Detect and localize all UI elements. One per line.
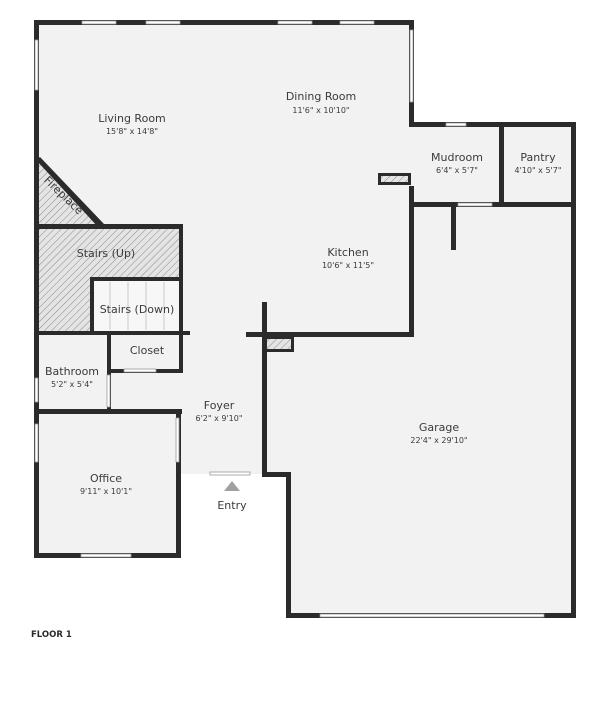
living-room-dims: 15'8" x 14'8": [106, 127, 158, 136]
mudroom-name: Mudroom: [431, 151, 483, 164]
entry-label: Entry: [217, 499, 247, 512]
floor-label: FLOOR 1: [31, 630, 72, 640]
stairs-down-label: Stairs (Down): [100, 303, 175, 316]
garage-dims: 22'4" x 29'10": [410, 436, 467, 445]
living-room-name: Living Room: [98, 112, 166, 125]
floor-area: [36, 22, 574, 616]
stairs-up-label: Stairs (Up): [77, 247, 135, 260]
kitchen-dims: 10'6" x 11'5": [322, 261, 374, 270]
pantry-dims: 4'10" x 5'7": [514, 166, 561, 175]
room-labels: Living Room 15'8" x 14'8" Dining Room 11…: [31, 90, 562, 640]
vent-hatch: [267, 339, 291, 349]
office-dims: 9'11" x 10'1": [80, 487, 132, 496]
windows: [34, 20, 545, 618]
kitchen-name: Kitchen: [327, 246, 368, 259]
stairs-down-area: [92, 280, 180, 332]
mudroom-dims: 6'4" x 5'7": [436, 166, 478, 175]
garage-name: Garage: [419, 421, 460, 434]
foyer-name: Foyer: [204, 399, 235, 412]
entry-arrow-icon: [224, 481, 240, 491]
bathroom-name: Bathroom: [45, 365, 99, 378]
stairs-down-treads: [109, 282, 165, 330]
closet-label: Closet: [130, 344, 165, 357]
dining-room-name: Dining Room: [286, 90, 356, 103]
pantry-name: Pantry: [520, 151, 556, 164]
dining-room-dims: 11'6" x 10'10": [292, 106, 349, 115]
office-name: Office: [90, 472, 122, 485]
foyer-dims: 6'2" x 9'10": [195, 414, 242, 423]
chimney-hatch: [381, 176, 408, 182]
bathroom-dims: 5'2" x 5'4": [51, 380, 93, 389]
